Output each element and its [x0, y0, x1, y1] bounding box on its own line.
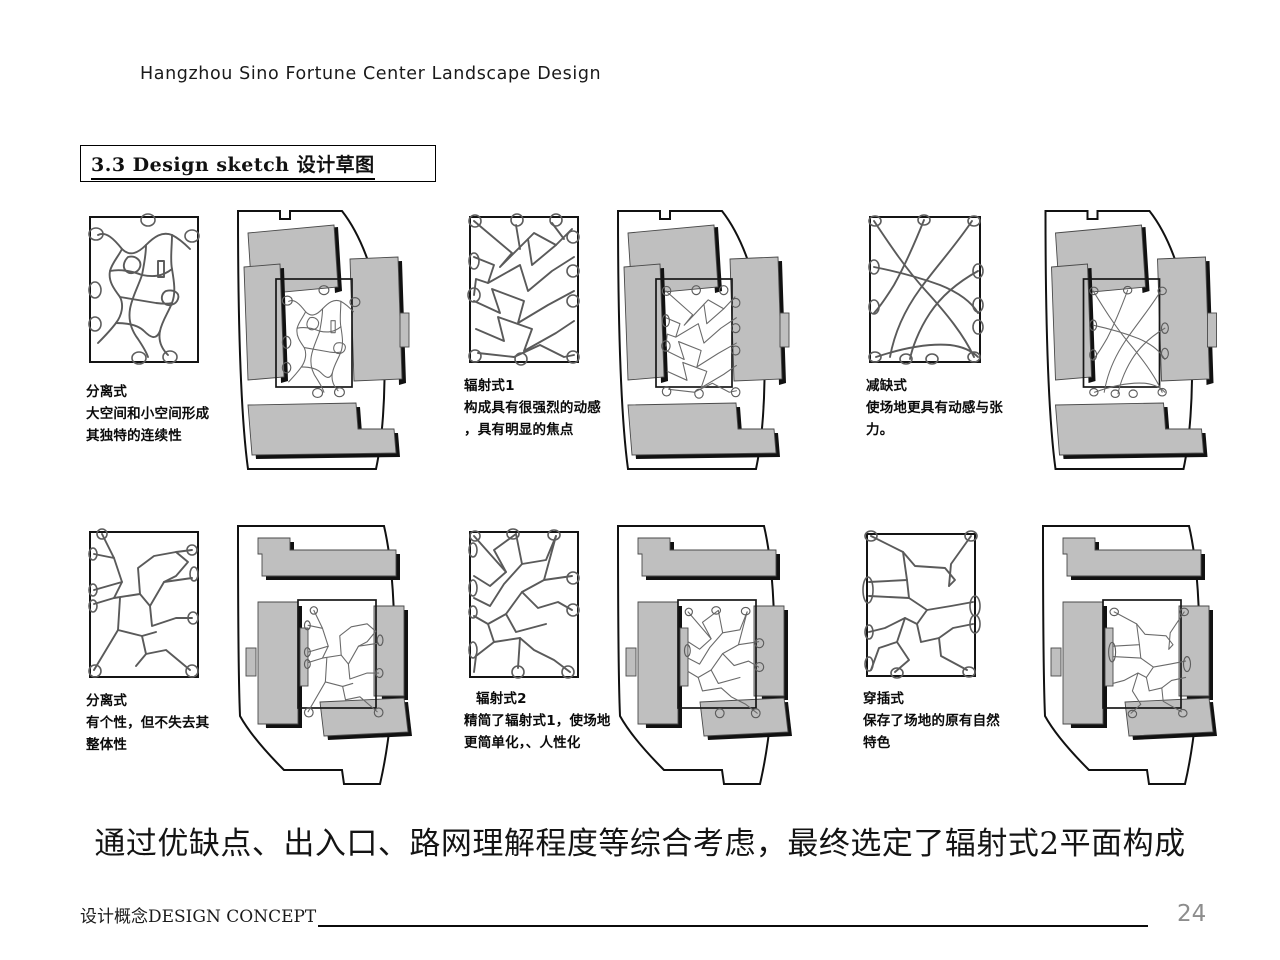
caption-line-2: 大空间和小空间形成: [86, 406, 210, 422]
sketch-radial-2: [460, 520, 588, 688]
caption-line-3: 整体性: [86, 737, 128, 753]
concept-block-separated-2: 分离式 有个性，但不失去其 整体性: [80, 520, 430, 805]
caption-line-2: 精简了辐射式1，使场地: [464, 713, 611, 729]
caption-line-2: 构成具有很强烈的动感: [464, 400, 601, 416]
section-title: 3.3 Design sketch 设计草图: [91, 150, 375, 180]
concept-block-reduced: 减缺式 使场地更具有动感与张 力。: [860, 205, 1250, 490]
caption-line-2: 保存了场地的原有自然: [863, 713, 1000, 729]
sketch-radial-1: [460, 205, 588, 373]
caption-line-3: 更简单化，、人性化: [464, 735, 581, 751]
caption-line-1: 辐射式1: [464, 378, 515, 394]
site-plan-radial-2: [612, 520, 808, 790]
caption-separated-2: 分离式 有个性，但不失去其 整体性: [86, 690, 209, 756]
concept-block-separated-1: 分离式 大空间和小空间形成 其独特的连续性: [80, 205, 430, 490]
site-plan-separated-organic: [232, 205, 428, 475]
caption-line-1: 辐射式2: [476, 691, 527, 707]
footer-rule: [318, 925, 1148, 927]
caption-line-3: 力。: [866, 422, 894, 438]
caption-line-2: 使场地更具有动感与张: [866, 400, 1003, 416]
sketch-reduced-curves: [860, 205, 994, 373]
caption-line-3: ，具有明显的焦点: [464, 422, 574, 438]
caption-line-3: 其独特的连续性: [86, 428, 182, 444]
site-plan-radial-1: [612, 205, 808, 475]
caption-radial-1: 辐射式1 构成具有很强烈的动感 ，具有明显的焦点: [464, 375, 601, 441]
caption-line-2: 有个性，但不失去其: [86, 715, 210, 731]
site-plan-reduced-curves: [1030, 205, 1245, 475]
footer-label: 设计概念DESIGN CONCEPT: [80, 907, 317, 927]
caption-line-1: 分离式: [86, 384, 128, 400]
caption-reduced: 减缺式 使场地更具有动感与张 力。: [866, 375, 1003, 441]
caption-interlocking: 穿插式 保存了场地的原有自然 特色: [863, 688, 1000, 754]
sketch-interlocking: [855, 520, 989, 688]
sketch-separated-angular: [80, 520, 208, 688]
conclusion-text: 通过优缺点、出入口、路网理解程度等综合考虑，最终选定了辐射式2平面构成: [94, 826, 1186, 862]
page-number: 24: [1177, 901, 1207, 927]
site-plan-interlocking: [1025, 520, 1245, 790]
caption-radial-2: 辐射式2 精简了辐射式1，使场地 更简单化，、人性化: [464, 688, 611, 754]
site-plan-separated-angular: [232, 520, 428, 790]
concept-block-radial-2: 辐射式2 精简了辐射式1，使场地 更简单化，、人性化: [460, 520, 810, 805]
caption-line-1: 分离式: [86, 693, 128, 709]
caption-line-3: 特色: [863, 735, 891, 751]
page-title: Hangzhou Sino Fortune Center Landscape D…: [140, 64, 602, 84]
concept-block-interlocking: 穿插式 保存了场地的原有自然 特色: [855, 520, 1250, 805]
caption-separated-1: 分离式 大空间和小空间形成 其独特的连续性: [86, 381, 209, 447]
concept-block-radial-1: 辐射式1 构成具有很强烈的动感 ，具有明显的焦点: [460, 205, 810, 490]
caption-line-1: 减缺式: [866, 378, 908, 394]
section-title-box: 3.3 Design sketch 设计草图: [80, 145, 436, 182]
sketch-separated-organic: [80, 205, 208, 373]
caption-line-1: 穿插式: [863, 691, 905, 707]
